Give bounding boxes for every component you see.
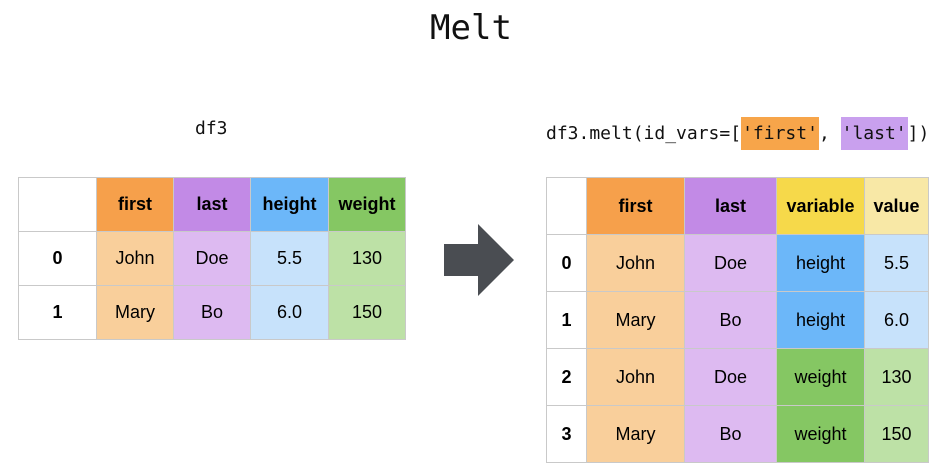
table-cell: 6.0 xyxy=(250,285,329,340)
table-row: 1 Mary Bo height 6.0 xyxy=(546,291,929,349)
row-index: 2 xyxy=(546,348,587,406)
table-row: 0 John Doe height 5.5 xyxy=(546,234,929,292)
row-index: 1 xyxy=(18,285,97,340)
table-cell: John xyxy=(586,348,685,406)
column-header-value: value xyxy=(864,177,929,235)
table-cell: Doe xyxy=(173,231,251,286)
table-cell: 5.5 xyxy=(864,234,929,292)
table-cell: weight xyxy=(776,348,865,406)
table-cell: weight xyxy=(776,405,865,463)
df3-table: first last height weight 0 John Doe 5.5 … xyxy=(18,177,406,340)
table-cell: 5.5 xyxy=(250,231,329,286)
table-cell: Mary xyxy=(586,291,685,349)
table-header-row: first last variable value xyxy=(546,177,929,235)
table-row: 2 John Doe weight 130 xyxy=(546,348,929,406)
column-header-last: last xyxy=(173,177,251,232)
column-header-height: height xyxy=(250,177,329,232)
table-cell: Doe xyxy=(684,234,777,292)
row-index: 0 xyxy=(546,234,587,292)
table-cell: Bo xyxy=(684,291,777,349)
table-row: 0 John Doe 5.5 130 xyxy=(18,231,406,286)
row-index: 1 xyxy=(546,291,587,349)
right-arrow-icon xyxy=(444,224,514,296)
table-cell: 130 xyxy=(864,348,929,406)
table-cell: Bo xyxy=(684,405,777,463)
table-cell: John xyxy=(586,234,685,292)
table-header-row: first last height weight xyxy=(18,177,406,232)
table-cell: 130 xyxy=(328,231,406,286)
table-cell: height xyxy=(776,291,865,349)
table-cell: Bo xyxy=(173,285,251,340)
column-header-last: last xyxy=(684,177,777,235)
table-cell: height xyxy=(776,234,865,292)
column-header-weight: weight xyxy=(328,177,406,232)
code-sep: , xyxy=(818,123,841,144)
page-title: Melt xyxy=(430,8,512,48)
table-cell: 150 xyxy=(328,285,406,340)
table-cell: John xyxy=(96,231,174,286)
column-header-variable: variable xyxy=(776,177,865,235)
table-cell: Mary xyxy=(96,285,174,340)
table-cell: 150 xyxy=(864,405,929,463)
code-last-arg: 'last' xyxy=(840,117,908,150)
code-suffix: ]) xyxy=(907,123,930,144)
melt-code: df3.melt(id_vars=['first', 'last']) xyxy=(546,117,929,150)
table-cell: 6.0 xyxy=(864,291,929,349)
table-cell: Mary xyxy=(586,405,685,463)
table-row: 1 Mary Bo 6.0 150 xyxy=(18,285,406,340)
column-header-first: first xyxy=(586,177,685,235)
corner-cell xyxy=(18,177,97,232)
table-cell: Doe xyxy=(684,348,777,406)
left-table-label: df3 xyxy=(195,118,228,139)
row-index: 0 xyxy=(18,231,97,286)
code-prefix: df3.melt(id_vars=[ xyxy=(546,123,742,144)
row-index: 3 xyxy=(546,405,587,463)
column-header-first: first xyxy=(96,177,174,232)
melted-table: first last variable value 0 John Doe hei… xyxy=(546,177,929,463)
code-first-arg: 'first' xyxy=(741,117,819,150)
corner-cell xyxy=(546,177,587,235)
table-row: 3 Mary Bo weight 150 xyxy=(546,405,929,463)
